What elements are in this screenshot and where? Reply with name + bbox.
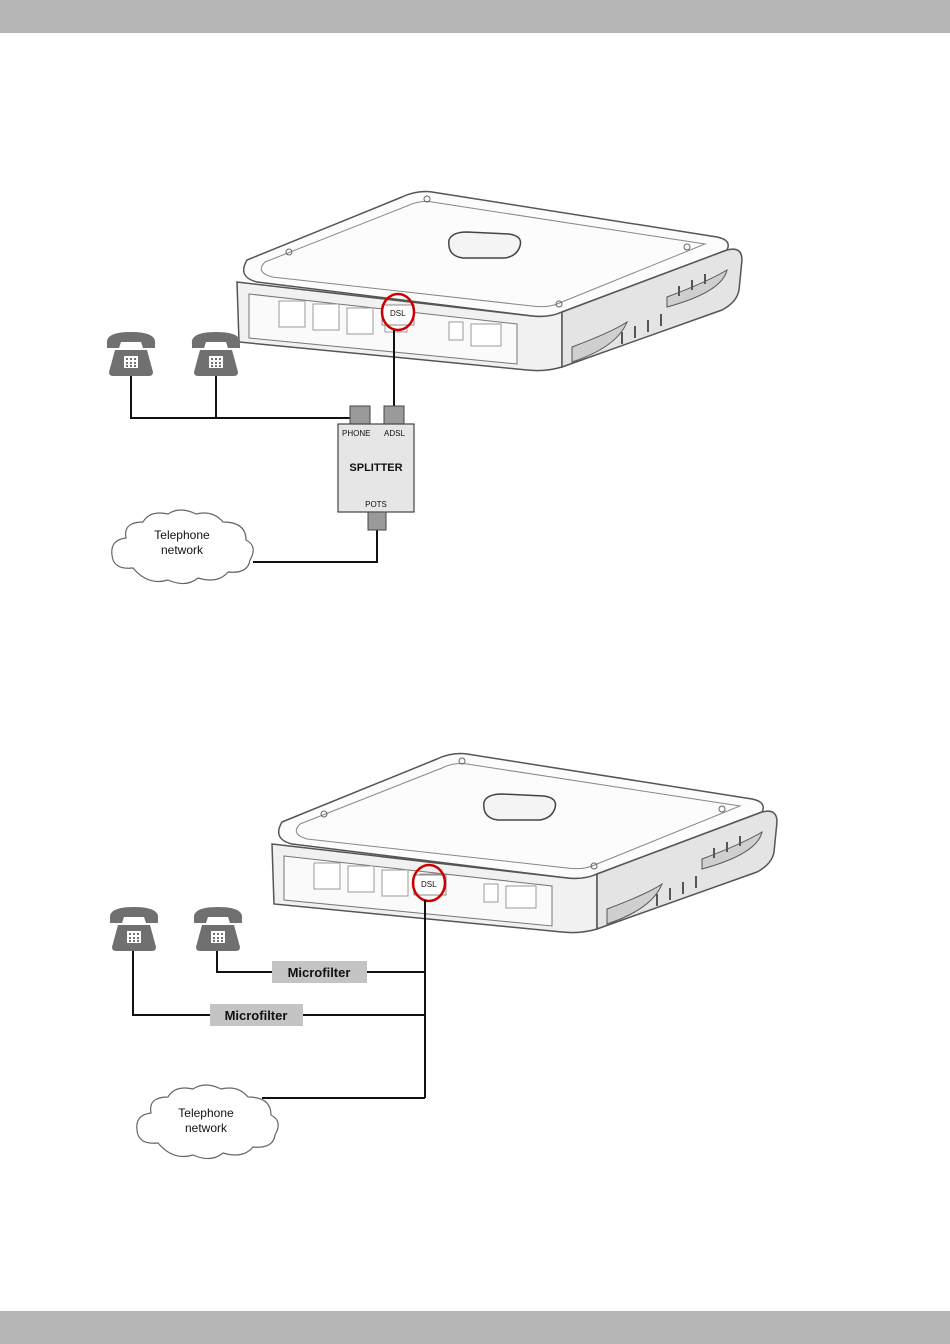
router-dsl-port: DSL xyxy=(382,305,414,325)
telephone-icon xyxy=(194,907,242,951)
splitter-pots-label: POTS xyxy=(365,500,387,509)
router-device xyxy=(237,192,742,371)
router-dsl-port: DSL xyxy=(414,875,446,895)
splitter-phone-label: PHONE xyxy=(342,429,370,438)
router-dsl-label: DSL xyxy=(390,309,406,318)
microfilter-box: Microfilter xyxy=(272,961,367,983)
wire-phones-splitter xyxy=(131,372,350,418)
diagram-splitter: DSL PHONE ADSL SPLITTER POTS Telephone n… xyxy=(107,192,742,584)
wire-splitter-network xyxy=(253,530,377,562)
telephone-icon xyxy=(107,332,155,376)
router-dsl-label: DSL xyxy=(421,880,437,889)
splitter-pots-connector xyxy=(368,512,386,530)
cloud-label-line1: Telephone xyxy=(154,528,210,542)
splitter-title: SPLITTER xyxy=(349,462,402,474)
diagram-microfilter: DSL Microfilter Microfilter Telephone ne… xyxy=(110,754,777,1159)
microfilter-label: Microfilter xyxy=(288,965,351,980)
telephone-icon xyxy=(110,907,158,951)
telephone-icon xyxy=(192,332,240,376)
splitter-adsl-connector xyxy=(384,406,404,424)
microfilter-label: Microfilter xyxy=(225,1008,288,1023)
splitter-adsl-label: ADSL xyxy=(384,429,405,438)
router-device xyxy=(272,754,777,933)
cloud-label-line2: network xyxy=(185,1121,228,1135)
cloud-label-line2: network xyxy=(161,543,204,557)
splitter-phone-connector xyxy=(350,406,370,424)
splitter-box: PHONE ADSL SPLITTER POTS xyxy=(338,406,414,530)
cloud-label-line1: Telephone xyxy=(178,1106,234,1120)
microfilter-box: Microfilter xyxy=(210,1004,303,1026)
